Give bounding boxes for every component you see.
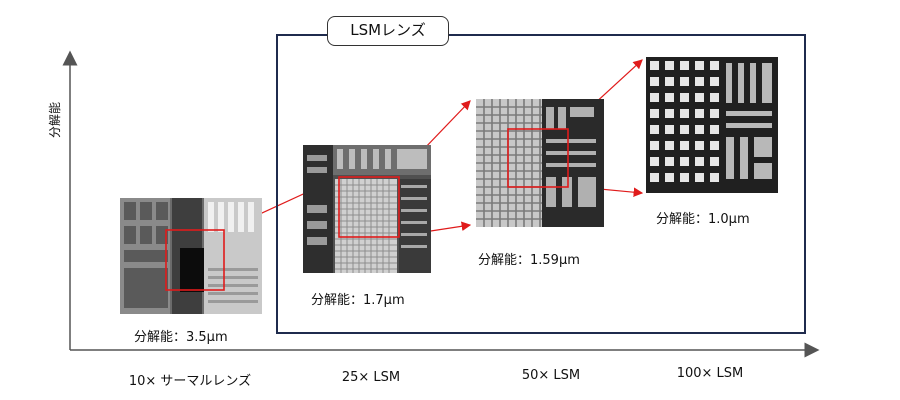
zoom-region-box: [165, 229, 225, 291]
micrograph-10x: [120, 198, 262, 314]
zoom-region-box: [507, 128, 569, 188]
micrograph-100x: [646, 57, 778, 193]
x-label-10x: 10× サーマルレンズ: [128, 374, 252, 389]
resolution-label-25x: 分解能：1.7μm: [311, 293, 405, 308]
zoom-region-box: [338, 176, 400, 238]
micrograph-25x: [303, 145, 431, 273]
x-label-25x: 25× LSM: [341, 370, 401, 385]
micrograph-50x: [476, 99, 604, 227]
y-axis-label: 分解能: [48, 102, 62, 139]
resolution-label-50x: 分解能：1.59μm: [478, 253, 580, 268]
lsm-group-label: LSMレンズ: [327, 16, 449, 46]
lsm-group-frame: [276, 34, 806, 334]
x-label-50x: 50× LSM: [521, 368, 581, 383]
x-label-100x: 100× LSM: [676, 366, 744, 381]
resolution-label-100x: 分解能：1.0μm: [656, 212, 750, 227]
resolution-label-10x: 分解能：3.5μm: [134, 330, 228, 345]
